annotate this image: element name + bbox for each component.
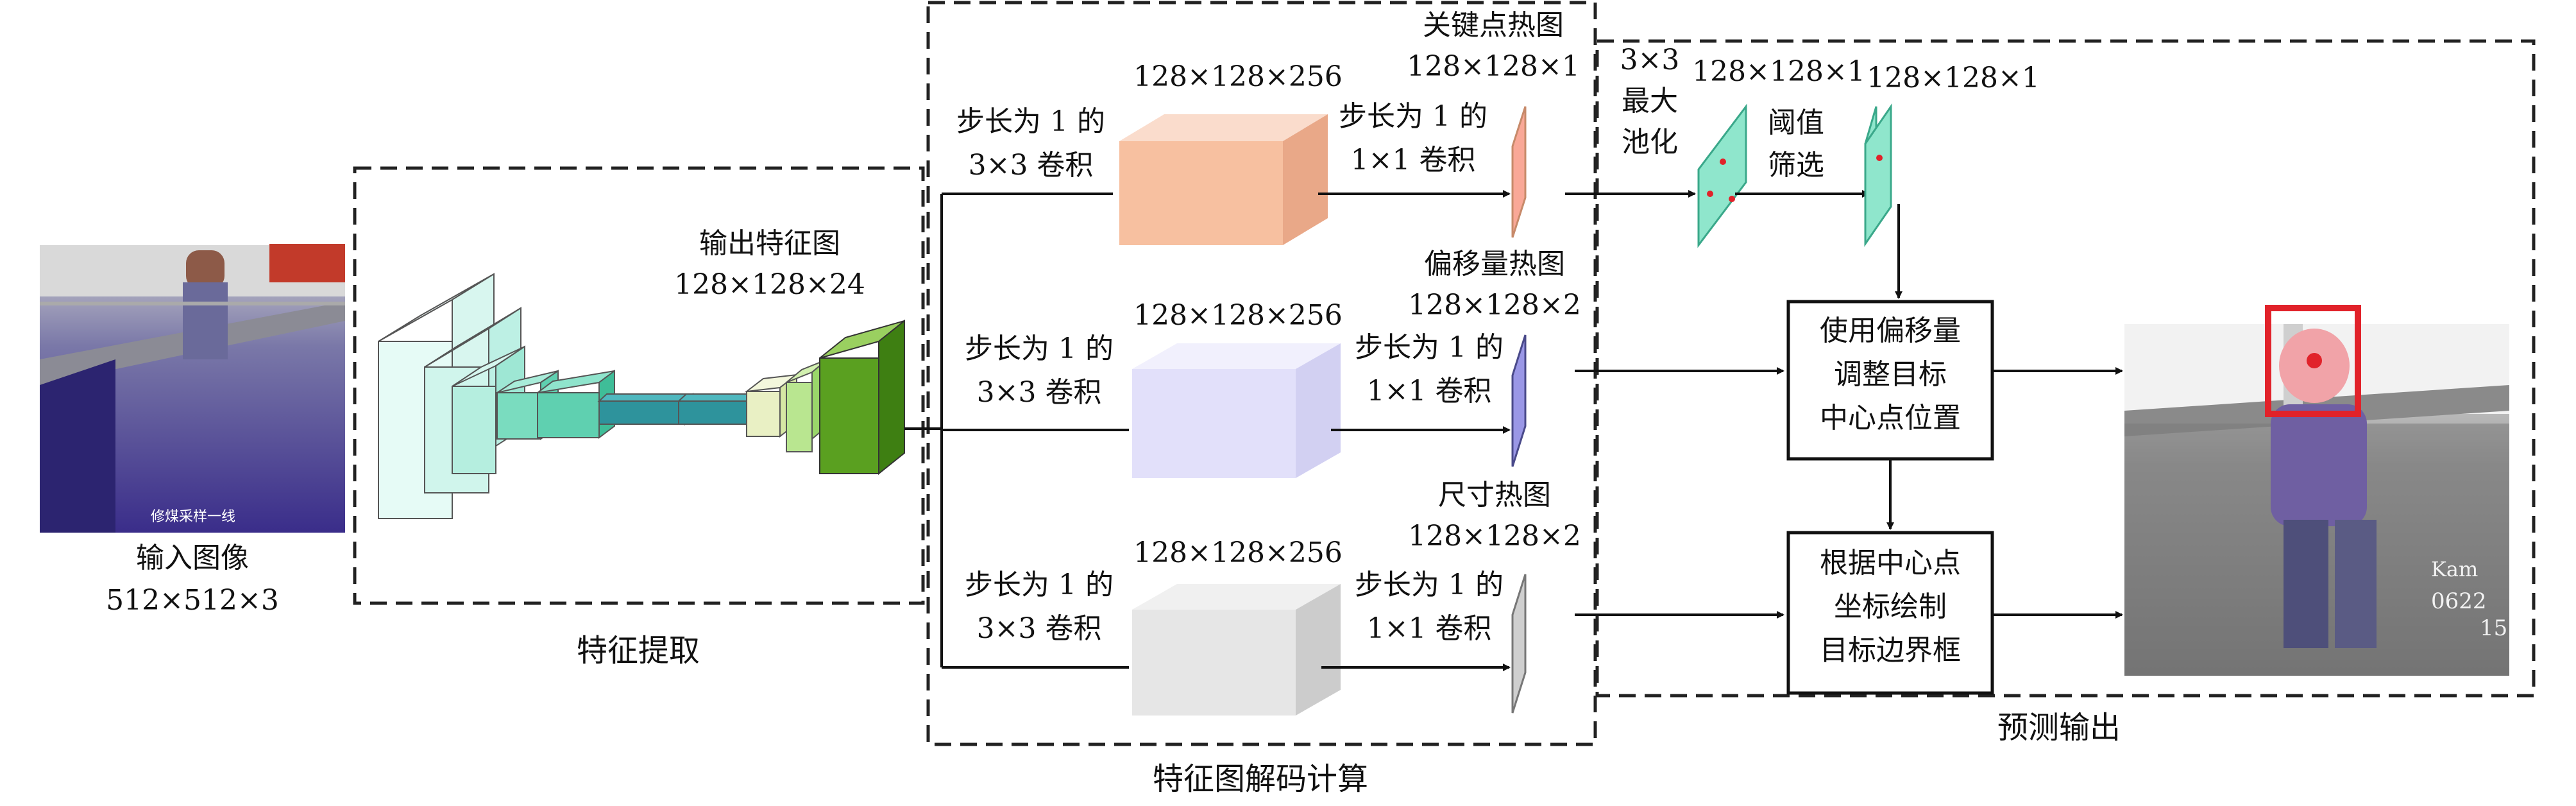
branch-3-block-size: 128×128×256 — [1133, 536, 1343, 569]
branch-1-conv1-line2: 1×1 卷积 — [1351, 144, 1476, 176]
branch-3-conv1-line2: 1×1 卷积 — [1367, 612, 1492, 645]
output-image-text-3: 15 — [2480, 615, 2507, 641]
keypoint-heatmap — [1511, 106, 1527, 238]
branch-1-block-size: 128×128×256 — [1133, 60, 1343, 93]
threshold-line2: 筛选 — [1768, 149, 1824, 182]
draw-bbox-line1: 根据中心点 — [1820, 547, 1961, 579]
branch-2-block-size: 128×128×256 — [1133, 299, 1343, 332]
encoder-block-7 — [677, 392, 759, 426]
feature-decoding-label: 特征图解码计算 — [1153, 761, 1368, 797]
prediction-output-frame — [1595, 39, 2536, 698]
predicted-bounding-box — [2265, 305, 2361, 417]
maxpool-line2: 最大 — [1622, 85, 1678, 117]
input-title: 输入图像 — [136, 542, 249, 574]
maxpool-line1: 3×3 — [1620, 44, 1680, 76]
branch-2-conv3-line2: 3×3 卷积 — [977, 376, 1102, 409]
keypoint-map-size: 128×128×1 — [1407, 50, 1580, 83]
input-size: 512×512×3 — [106, 584, 279, 617]
draw-bbox-line3: 目标边界框 — [1820, 634, 1961, 667]
branch-3-conv3-line1: 步长为 1 的 — [965, 569, 1114, 601]
prediction-output-label: 预测输出 — [1997, 710, 2121, 746]
branch-3-conv-block — [1132, 584, 1341, 716]
output-image-text-2: 0622 — [2431, 588, 2487, 614]
output-image — [2124, 324, 2509, 676]
branch-1-conv3-line2: 3×3 卷积 — [969, 149, 1094, 182]
size-map-title: 尺寸热图 — [1438, 479, 1551, 511]
filtered-heatmap — [1864, 103, 1892, 247]
branch-2-conv-block — [1132, 343, 1341, 478]
feature-extraction-frame — [353, 166, 925, 605]
adjust-center-line2: 调整目标 — [1834, 358, 1947, 391]
input-overlay-text: 修煤采样一线 — [151, 509, 235, 525]
filtered-map-size: 128×128×1 — [1867, 62, 2040, 94]
pooled-heatmap — [1697, 103, 1747, 248]
branch-3-conv1-line1: 步长为 1 的 — [1355, 569, 1504, 601]
encoder-output-feature-map — [819, 319, 905, 476]
encoder-output-title: 输出特征图 — [699, 227, 840, 260]
adjust-center-line3: 中心点位置 — [1820, 402, 1961, 434]
draw-bbox-box — [1786, 531, 1994, 695]
draw-bbox-line2: 坐标绘制 — [1834, 590, 1947, 623]
threshold-line1: 阈值 — [1768, 107, 1824, 139]
pooled-map-size: 128×128×1 — [1692, 55, 1865, 88]
branch-3-conv3-line2: 3×3 卷积 — [977, 612, 1102, 645]
encoder-output-size: 128×128×24 — [674, 268, 865, 301]
branch-1-conv1-line1: 步长为 1 的 — [1339, 100, 1487, 133]
branch-2-conv1-line2: 1×1 卷积 — [1367, 375, 1492, 407]
keypoint-map-title: 关键点热图 — [1423, 9, 1564, 42]
size-heatmap — [1511, 574, 1527, 714]
offset-map-size: 128×128×2 — [1408, 289, 1581, 322]
feature-decoding-frame — [926, 1, 1597, 746]
offset-map-title: 偏移量热图 — [1424, 248, 1565, 280]
size-map-size: 128×128×2 — [1408, 520, 1581, 553]
input-image — [40, 244, 345, 533]
maxpool-line3: 池化 — [1622, 126, 1678, 159]
branch-2-conv3-line1: 步长为 1 的 — [965, 332, 1114, 365]
adjust-center-line1: 使用偏移量 — [1820, 314, 1961, 347]
branch-2-conv1-line1: 步长为 1 的 — [1355, 331, 1504, 364]
branch-1-conv3-line1: 步长为 1 的 — [956, 105, 1105, 138]
branch-1-conv-block — [1119, 114, 1328, 245]
offset-heatmap — [1511, 334, 1527, 467]
output-image-text-1: Kam — [2431, 557, 2478, 581]
feature-extraction-label: 特征提取 — [577, 633, 700, 669]
